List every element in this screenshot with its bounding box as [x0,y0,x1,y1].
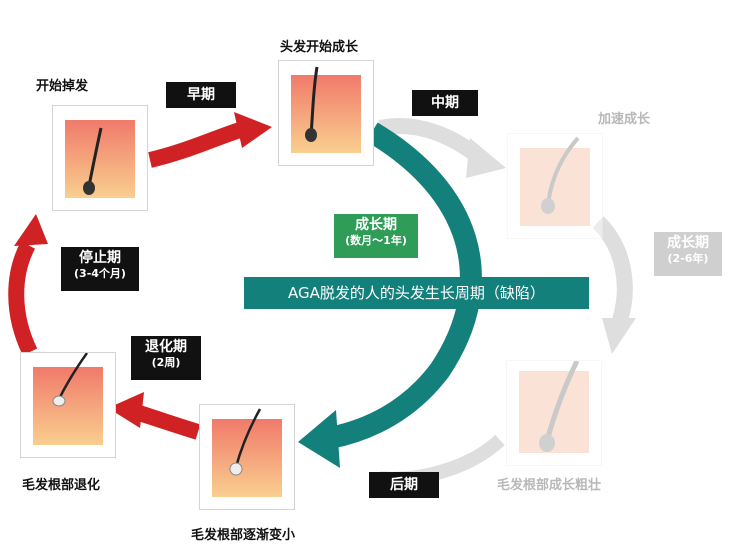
phase-tag-growth-title: 成长期 [667,235,709,251]
hair-follicle-illustration [519,359,589,453]
stage-label-root-thicken: 毛发根部成长粗壮 [497,478,602,493]
stage-label-start-shedding: 开始掉发 [36,79,89,94]
grey-arrow-mid-head [466,138,506,178]
phase-tag-resting-duration: (3-4个月) [74,267,126,280]
phase-tag-growth-aga-duration: (数月〜1年) [345,234,407,247]
card-root-regress [20,352,116,458]
card-start-growth [278,60,374,166]
phase-tag-middle-text: 中期 [431,95,459,111]
teal-aga-arrow-head [298,410,340,468]
phase-tag-resting-title: 停止期 [79,250,121,266]
red-arrow-left-head [14,214,48,246]
phase-tag-late: 后期 [369,472,439,498]
hair-follicle-illustration [65,120,135,198]
card-accelerate-growth [507,133,603,239]
card-start-shedding [52,105,148,211]
grey-arrow-right [592,216,633,323]
stage-label-root-regress: 毛发根部退化 [22,478,101,493]
phase-tag-middle: 中期 [412,90,478,116]
hair-follicle-illustration [212,408,282,497]
phase-tag-growth-aga-title: 成长期 [355,217,397,233]
phase-tag-regression: 退化期 (2周) [131,336,201,380]
red-arrow-top [148,122,243,168]
phase-tag-growth-aga: 成长期 (数月〜1年) [334,214,418,258]
stage-label-root-shrink: 毛发根部逐渐变小 [191,528,296,543]
phase-tag-early-text: 早期 [187,87,215,103]
hair-follicle-illustration [33,352,103,445]
grey-arrow-right-head [602,318,636,354]
red-arrow-bottom [133,404,201,440]
phase-tag-growth: 成长期 (2-6年) [654,232,722,276]
red-arrow-top-head [234,112,272,148]
card-root-thicken [506,359,602,466]
phase-tag-resting: 停止期 (3-4个月) [61,247,139,291]
aga-cycle-banner: AGA脱发的人的头发生长周期（缺陷） [244,277,589,309]
phase-tag-growth-duration: (2-6年) [667,252,709,265]
phase-tag-regression-duration: (2周) [151,356,181,369]
phase-tag-early: 早期 [166,82,236,108]
red-arrow-bottom-head [108,392,144,428]
phase-tag-late-text: 后期 [390,477,418,493]
phase-tag-regression-title: 退化期 [145,339,187,355]
teal-aga-arrow [327,122,482,449]
hair-follicle-illustration [291,66,361,153]
stage-label-start-growth: 头发开始成长 [280,40,359,55]
hair-follicle-illustration [520,136,590,226]
stage-label-accelerate-growth: 加速成长 [598,112,651,127]
red-arrow-left [8,241,38,356]
card-root-shrink [199,404,295,510]
